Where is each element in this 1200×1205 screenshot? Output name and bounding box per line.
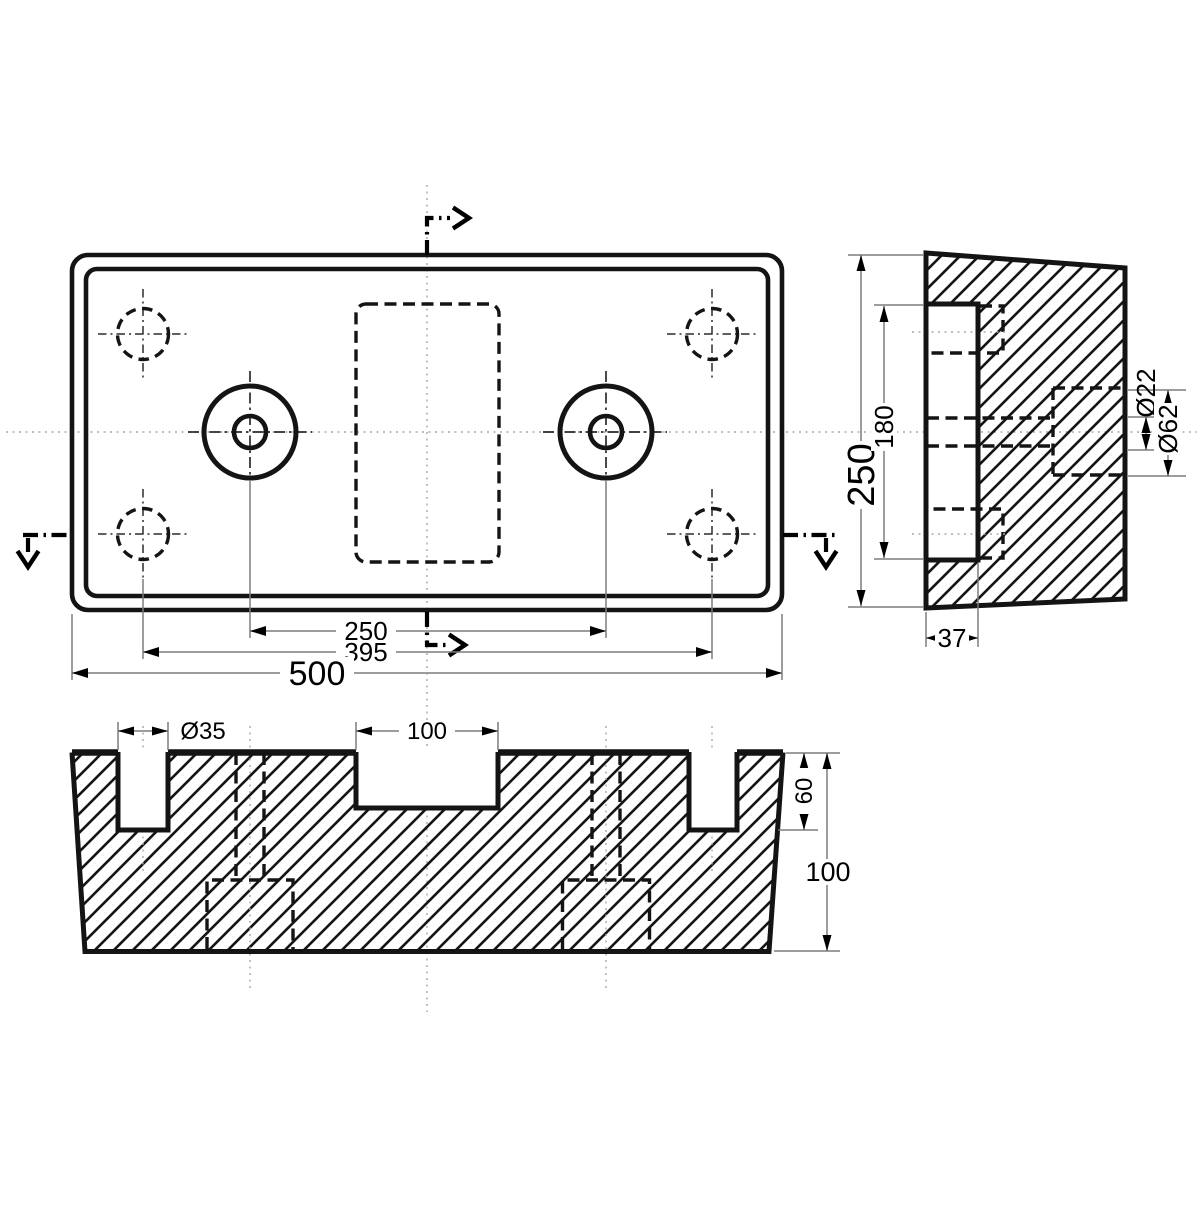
corner-hole-bottom-left (115, 506, 171, 562)
arrowhead (1141, 417, 1151, 433)
corner-bore-outline-left (115, 752, 171, 833)
arrowhead (766, 668, 782, 678)
corner-bore-outline-right (686, 752, 740, 833)
dim-label-corner-hole-diameter: Ø35 (180, 718, 225, 745)
side-extension-lines (848, 254, 1186, 647)
section-arrow-top-icon (451, 205, 474, 231)
side-front-recess (926, 301, 981, 563)
arrowhead (879, 306, 889, 322)
bolt-hole-hidden-right (560, 753, 652, 949)
side-view (912, 250, 1128, 611)
arrowhead (72, 668, 88, 678)
arrowhead (118, 726, 134, 736)
bolt-hole-hidden-left (205, 753, 295, 949)
label-mask (791, 768, 817, 814)
label-mask (399, 720, 455, 742)
arrowhead (822, 753, 832, 769)
arrowhead (1141, 434, 1151, 450)
side-outline (923, 250, 1128, 611)
arrowhead (856, 590, 866, 606)
dimension-labels: 250 395 500 Ø35 100 60 100 250 180 Ø22 Ø… (180, 368, 1183, 887)
center-recess-hidden-outline (354, 302, 501, 564)
mounting-hole-left (231, 413, 269, 451)
section-line-bottom (424, 612, 448, 648)
arrowhead (799, 814, 809, 830)
arrowhead (250, 626, 266, 636)
arrowhead (1163, 460, 1173, 476)
arrowhead (856, 255, 866, 271)
corner-hole-bottom-right (684, 506, 740, 562)
extension-lines (71, 254, 1186, 952)
corner-hole-bore-left (115, 748, 171, 833)
arrowhead (152, 726, 168, 736)
corner-hole-hidden-top (928, 304, 1005, 355)
label-mask (843, 441, 879, 509)
dim-label-recess-height: 180 (869, 405, 899, 448)
corner-hole-top-right (684, 306, 740, 362)
dim-label-side-height: 250 (841, 443, 883, 506)
front-section-view (69, 726, 786, 988)
label-mask (871, 403, 897, 451)
plan-inner-outline (83, 266, 771, 599)
arrowhead (822, 935, 832, 951)
corner-hole-top-left (115, 306, 171, 362)
arrowhead (143, 647, 159, 657)
section-cut-indicators (15, 205, 839, 658)
section-arrow-right-icon (813, 549, 839, 572)
dim-label-counterbore-diameter: Ø62 (1153, 404, 1183, 453)
mounting-hole-right-counterbore (557, 383, 655, 481)
dim-label-corner-hole-depth: 60 (791, 778, 818, 805)
dim-label-overall-width: 500 (289, 655, 346, 693)
side-recess-outline (926, 301, 981, 563)
arrowhead (799, 753, 809, 769)
center-recess-opening (353, 748, 501, 811)
label-mask (1154, 403, 1182, 455)
label-mask (799, 859, 857, 885)
top-view (69, 252, 785, 613)
arrowhead (590, 626, 606, 636)
dim-label-front-recess-depth: 37 (938, 623, 967, 653)
label-mask (280, 657, 354, 689)
mounting-hole-right (587, 413, 625, 451)
dim-label-recess-width: 100 (407, 718, 447, 745)
section-arrow-left-icon (15, 549, 41, 572)
bolt-hole-hidden-lines (927, 416, 1053, 448)
section-line-top (424, 215, 450, 255)
center-recess-outline (353, 752, 501, 811)
arrowhead (482, 726, 498, 736)
counterbore-hidden-outline (1051, 386, 1122, 477)
arrowhead (356, 726, 372, 736)
mounting-hole-left-counterbore (201, 383, 299, 481)
arrowhead (696, 647, 712, 657)
label-mask (336, 618, 396, 644)
front-extension-lines (117, 722, 840, 952)
corner-hole-crosshairs (98, 289, 757, 579)
arrowhead (879, 542, 889, 558)
front-outline (69, 752, 786, 954)
dim-label-overall-thickness: 100 (805, 857, 850, 887)
label-mask (935, 626, 969, 650)
plan-extension-lines (71, 480, 783, 680)
arrowhead (1163, 390, 1173, 406)
corner-hole-bore-right (686, 748, 740, 833)
